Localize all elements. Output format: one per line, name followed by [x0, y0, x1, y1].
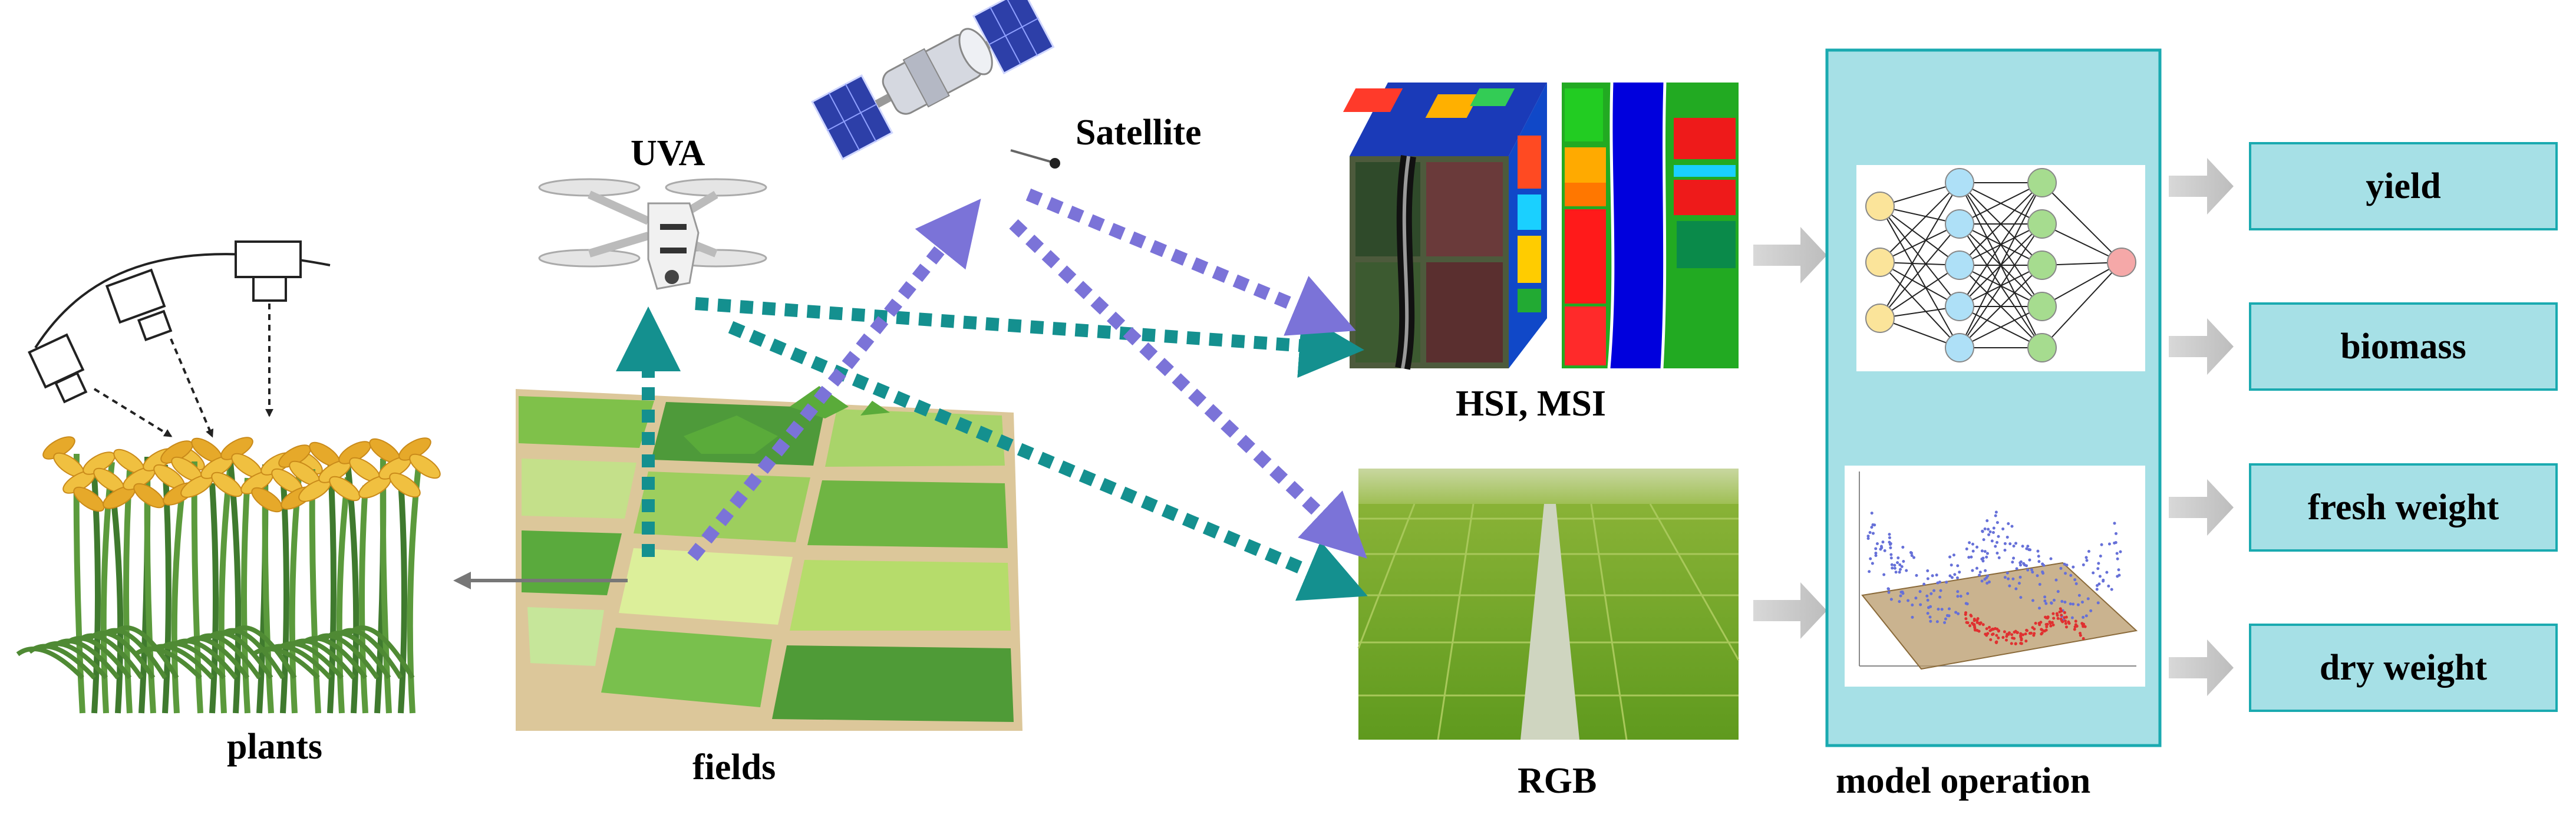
model-to-biomass-arrow: [2169, 318, 2234, 375]
fields-label: fields: [692, 747, 776, 787]
satellite-label: Satellite: [1076, 113, 1202, 153]
multispectral-map-image: [1553, 82, 1739, 369]
rgb-field-photo: [1357, 469, 1740, 740]
output-biomass: biomass: [2249, 302, 2558, 391]
model-operation-label: model operation: [1836, 761, 2091, 801]
hsi-to-model-arrow: [1753, 227, 1827, 283]
satellite-icon: [811, 0, 1060, 169]
uva-label: UVA: [631, 133, 705, 173]
neural-network-graphic: [1856, 165, 2145, 371]
plants-illustration: [16, 436, 441, 714]
drone-icon: [538, 178, 767, 290]
output-yield: yield: [2249, 142, 2558, 230]
model-to-dry-weight-arrow: [2169, 639, 2234, 696]
output-dry-weight: dry weight: [2249, 624, 2558, 712]
model-to-fresh-weight-arrow: [2169, 479, 2234, 536]
fields-illustration: [516, 386, 1023, 731]
rgb-label: RGB: [1518, 761, 1597, 801]
hyperspectral-cube-image: [1343, 83, 1547, 370]
output-fresh-weight: fresh weight: [2249, 463, 2558, 552]
rgb-to-model-arrow: [1753, 582, 1827, 639]
gray-flow-arrows: [1753, 158, 2234, 696]
regression-plot-graphic: [1845, 466, 2145, 687]
sensor-rig-icon: [28, 240, 331, 438]
plants-label: plants: [227, 727, 322, 767]
model-to-yield-arrow: [2169, 158, 2234, 215]
data-flow-arrows: [616, 188, 1368, 601]
hsi-msi-label: HSI, MSI: [1456, 384, 1606, 424]
